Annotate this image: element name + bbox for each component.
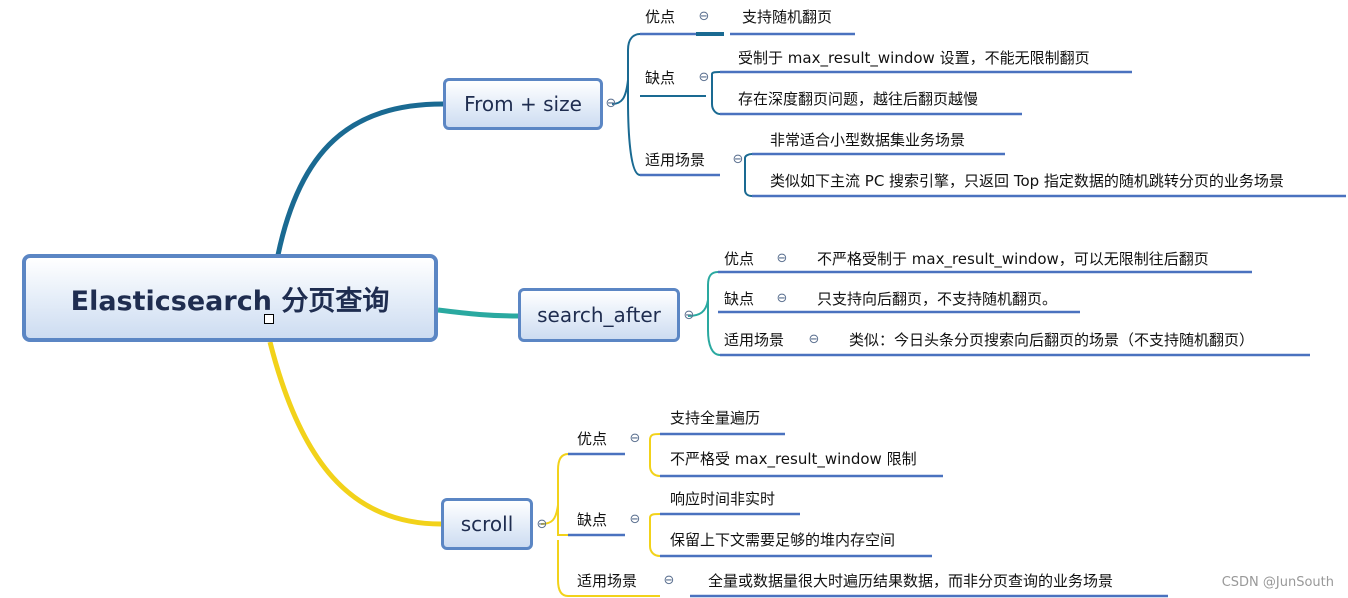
branch-search-after[interactable]: search_after xyxy=(518,288,680,342)
collapse-icon[interactable]: ⊖ xyxy=(536,517,548,532)
from-size-pros-label: 优点 xyxy=(645,8,676,26)
scroll-pros-item-2: 不严格受 max_result_window 限制 xyxy=(670,450,917,468)
collapse-icon[interactable]: ⊖ xyxy=(776,251,788,266)
collapse-icon[interactable]: ⊖ xyxy=(732,152,744,167)
from-size-scenes-label: 适用场景 xyxy=(645,151,706,169)
branch-scroll-label: scroll xyxy=(460,512,514,536)
branch-from-size[interactable]: From + size xyxy=(443,78,603,130)
connector-root-from-size xyxy=(275,101,444,256)
from-size-cons-item-2: 存在深度翻页问题，越往后翻页越慢 xyxy=(738,90,979,108)
scroll-scenes-label: 适用场景 xyxy=(577,572,638,590)
collapse-icon[interactable]: ⊖ xyxy=(776,291,788,306)
branch-scroll[interactable]: scroll xyxy=(441,498,533,550)
watermark: CSDN @JunSouth xyxy=(1221,575,1334,590)
search-after-pros-item-1: 不严格受制于 max_result_window，可以无限制往后翻页 xyxy=(817,250,1209,268)
collapse-icon[interactable]: ⊖ xyxy=(698,70,710,85)
collapse-icon[interactable]: ⊖ xyxy=(683,308,695,323)
connector-root-scroll xyxy=(267,341,442,527)
search-after-pros-label: 优点 xyxy=(724,250,755,268)
from-size-cons-label: 缺点 xyxy=(645,69,676,87)
search-after-cons-label: 缺点 xyxy=(724,290,755,308)
root-label: Elasticsearch 分页查询 xyxy=(70,285,390,317)
collapse-icon[interactable]: ⊖ xyxy=(629,431,641,446)
scroll-cons-item-1: 响应时间非实时 xyxy=(670,490,776,508)
collapse-icon[interactable]: ⊖ xyxy=(629,512,641,527)
collapse-icon[interactable]: ⊖ xyxy=(663,573,675,588)
search-after-scenes-label: 适用场景 xyxy=(724,331,785,349)
scroll-cons-label: 缺点 xyxy=(577,511,608,529)
collapse-icon[interactable]: ⊖ xyxy=(808,332,820,347)
branch-search-after-label: search_after xyxy=(537,303,661,327)
connector-root-search-after xyxy=(437,307,519,319)
scroll-cons-item-2: 保留上下文需要足够的堆内存空间 xyxy=(670,531,896,549)
collapse-icon[interactable]: ⊖ xyxy=(605,96,617,111)
root-node[interactable]: Elasticsearch 分页查询 xyxy=(22,254,438,342)
collapse-icon[interactable]: ⊖ xyxy=(698,9,710,24)
from-size-pros-item-1: 支持随机翻页 xyxy=(742,8,833,26)
from-size-scenes-item-2: 类似如下主流 PC 搜索引擎，只返回 Top 指定数据的随机跳转分页的业务场景 xyxy=(770,172,1284,190)
from-size-scenes-item-1: 非常适合小型数据集业务场景 xyxy=(770,131,966,149)
branch-from-size-label: From + size xyxy=(464,92,582,116)
search-after-scenes-item-1: 类似：今日头条分页搜索向后翻页的场景（不支持随机翻页） xyxy=(849,331,1255,349)
from-size-cons-item-1: 受制于 max_result_window 设置，不能无限制翻页 xyxy=(738,49,1090,67)
scroll-pros-label: 优点 xyxy=(577,430,608,448)
scroll-pros-item-1: 支持全量遍历 xyxy=(670,409,761,427)
search-after-cons-item-1: 只支持向后翻页，不支持随机翻页。 xyxy=(817,290,1058,308)
resize-handle[interactable] xyxy=(264,314,274,324)
scroll-scenes-item-1: 全量或数据量很大时遍历结果数据，而非分页查询的业务场景 xyxy=(708,572,1114,590)
